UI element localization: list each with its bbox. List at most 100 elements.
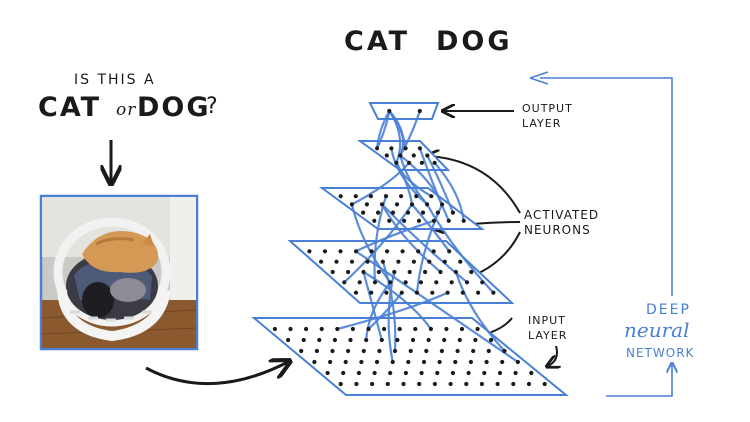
neuron-dot <box>420 210 426 215</box>
neuron-dot <box>387 108 392 114</box>
neuron-dot <box>319 326 324 332</box>
question-line1: IS THIS A <box>74 72 156 88</box>
neuron-dot <box>335 326 340 332</box>
neuron-dot <box>372 280 378 285</box>
neuron-dot <box>387 218 392 223</box>
neuron-dot <box>428 326 433 332</box>
neuron-dot <box>480 280 485 285</box>
neuron-dot <box>439 348 444 354</box>
neuron-dot <box>330 348 335 354</box>
neuron-dot <box>457 337 462 343</box>
neuron-dot <box>368 194 373 199</box>
input-label-arrow <box>548 345 557 366</box>
neuron-dot <box>438 269 443 275</box>
neuron-dot <box>515 359 521 365</box>
neuron-dot <box>379 337 384 343</box>
neuron-dot <box>513 370 518 376</box>
neuron-dot <box>392 269 397 275</box>
neuron-dot <box>434 280 439 285</box>
neuron-dot <box>466 370 471 376</box>
neuron-dot <box>453 269 458 275</box>
neuron-dot <box>450 210 455 215</box>
neuron-dot <box>341 370 346 376</box>
question-cat: CAT <box>38 92 102 123</box>
neuron-dot <box>390 359 395 365</box>
neuron-dot <box>322 249 328 254</box>
question-or: or <box>116 100 137 120</box>
neuron-dot <box>414 194 419 199</box>
neuron-dot <box>376 210 381 215</box>
neuron-dot <box>450 370 455 376</box>
neuron-dot <box>445 290 450 295</box>
neuron-dot <box>431 249 436 254</box>
neuron-dot <box>364 337 369 343</box>
neuron-dot <box>459 326 465 332</box>
neuron-dot <box>464 381 469 387</box>
neuron-dot <box>403 370 408 376</box>
neuron-dot <box>376 269 381 275</box>
neuron-dot <box>407 160 412 165</box>
activated-neurons-label-1: ACTIVATED <box>524 208 600 222</box>
neuron-dot <box>469 269 474 275</box>
neuron-dot <box>346 348 351 354</box>
neuron-dot <box>312 359 317 365</box>
neuron-dot <box>400 249 405 254</box>
neuron-dot <box>319 259 324 264</box>
neuron-dot <box>348 337 353 343</box>
neuron-dot <box>353 249 359 254</box>
neuron-dot <box>304 326 309 332</box>
neuron-connection <box>399 109 421 157</box>
neuron-dot <box>473 337 478 343</box>
neuron-dot <box>379 202 385 207</box>
neuron-dot <box>374 359 380 365</box>
neuron-dot <box>359 359 364 365</box>
neuron-dot <box>325 370 330 376</box>
output-layer <box>368 102 440 120</box>
neuron-connection <box>433 161 465 222</box>
neuron-dot <box>307 249 312 254</box>
output-layer-label-1: OUTPUT <box>522 102 573 115</box>
activated-neurons-label-2: NEURONS <box>524 223 591 237</box>
neuron-connection <box>399 154 444 206</box>
neuron-dot <box>432 381 437 387</box>
neuron-dot <box>447 249 452 254</box>
neuron-dot <box>431 218 436 223</box>
input-layer-label-1: INPUT <box>528 314 566 327</box>
neuron-connection <box>380 203 442 274</box>
neuron-dot <box>453 359 458 365</box>
neuron-dot <box>429 194 434 199</box>
neuron-dot <box>423 269 428 275</box>
neuron-dot <box>338 249 343 254</box>
neuron-dot <box>392 348 398 354</box>
neuron-dot <box>384 153 389 158</box>
header-cat-label: CAT <box>344 26 411 57</box>
neuron-dot <box>417 108 422 114</box>
neuron-dot <box>334 259 339 264</box>
neuron-dot <box>479 381 484 387</box>
neuron-dot <box>390 210 396 215</box>
neuron-dot <box>442 337 447 343</box>
neuron-dot <box>427 259 432 264</box>
neuron-dot <box>464 280 470 285</box>
neuron-dot <box>418 280 424 285</box>
neuron-dot <box>442 259 447 264</box>
neuron-dot <box>354 381 359 387</box>
neuron-dot <box>314 348 319 354</box>
neuron-dot <box>455 348 460 354</box>
neuron-dot <box>497 370 503 376</box>
neuron-dot <box>342 280 347 285</box>
question-dog: DOG <box>137 92 211 123</box>
neuron-dot <box>375 146 380 151</box>
neuron-dot <box>338 194 343 199</box>
neuron-dots <box>272 108 547 387</box>
neuron-dot <box>500 359 505 365</box>
neuron-dot <box>385 381 390 387</box>
neuron-dot <box>399 290 404 295</box>
input-layer-label-2: LAYER <box>528 329 568 342</box>
neuron-dot <box>419 370 424 376</box>
neuron-connection <box>418 147 450 222</box>
neuron-dot <box>489 337 494 343</box>
neuron-dot <box>405 210 411 215</box>
neuron-dot <box>448 381 453 387</box>
